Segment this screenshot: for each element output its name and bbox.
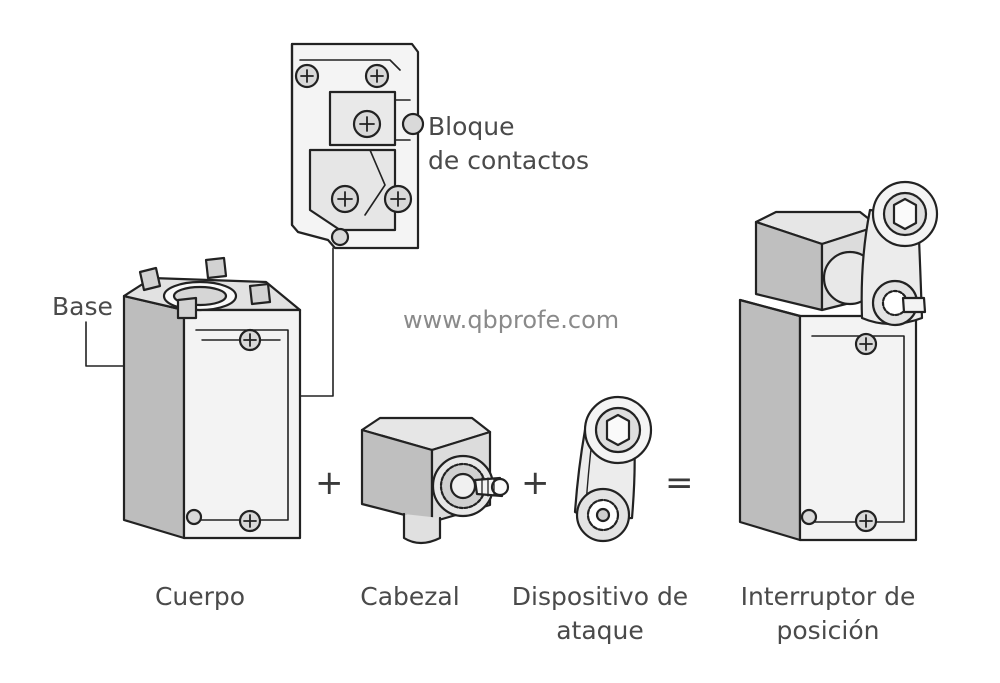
screw-icon	[352, 109, 382, 139]
base-label: Base	[52, 292, 113, 321]
screw-icon	[364, 63, 390, 89]
contact-block-label-line2: de contactos	[428, 146, 590, 175]
contact-block-illustration	[290, 42, 425, 250]
screw-icon	[401, 112, 425, 136]
part-label-switch-line1: Interruptor de	[740, 582, 916, 611]
part-label-actuator-line1: Dispositivo de	[511, 582, 689, 611]
part-label-body: Cuerpo	[154, 582, 246, 611]
contact-block-label-line1: Bloque	[428, 112, 515, 141]
screw-icon	[800, 508, 818, 526]
part-label-switch-line2: posición	[776, 616, 880, 645]
contact-block-leader-line	[286, 247, 334, 397]
equals-operator: =	[665, 463, 694, 503]
screw-icon	[238, 509, 262, 533]
actuator-illustration	[573, 395, 653, 543]
plus-operator: +	[315, 463, 344, 503]
screw-icon	[330, 227, 350, 247]
screw-icon	[854, 332, 878, 356]
part-label-head: Cabezal	[360, 582, 460, 611]
watermark: www.qbprofe.com	[403, 306, 620, 334]
assembled-switch-illustration	[738, 180, 939, 542]
screw-icon	[294, 63, 320, 89]
part-label-actuator-line2: ataque	[556, 616, 644, 645]
screw-icon	[185, 508, 203, 526]
head-illustration	[360, 416, 510, 545]
screw-icon	[330, 184, 360, 214]
screw-icon	[238, 328, 262, 352]
body-illustration	[122, 256, 302, 540]
plus-operator: +	[521, 463, 550, 503]
hex-nut-icon	[605, 413, 631, 447]
hex-nut-icon	[892, 197, 918, 231]
screw-icon	[854, 509, 878, 533]
screw-icon	[383, 184, 413, 214]
